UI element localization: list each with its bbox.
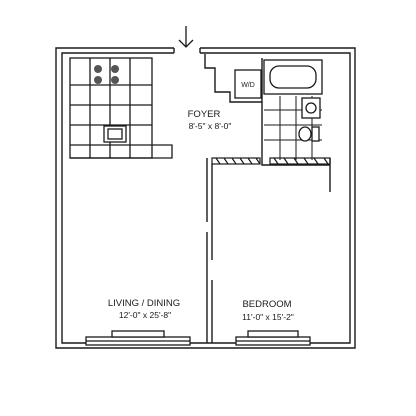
toilet-icon xyxy=(298,126,320,142)
bathroom-sink-icon xyxy=(301,97,321,119)
washer-dryer-closet xyxy=(234,69,262,99)
kitchen-sink-icon xyxy=(103,125,127,143)
bedroom-dims: 11'-0" x 15'-2" xyxy=(242,312,294,322)
interior-walls xyxy=(204,54,330,166)
exterior-walls xyxy=(55,47,356,349)
bedroom-label: BEDROOM xyxy=(242,299,291,310)
window-living xyxy=(85,330,191,346)
living-dining-dims: 12'-0" x 25'-8" xyxy=(119,310,171,320)
window-bedroom xyxy=(235,330,311,346)
stove-icon xyxy=(94,65,119,84)
down-arrow-icon xyxy=(178,26,194,48)
living-dining-label: LIVING / DINING xyxy=(108,298,180,309)
kitchen-cabinets xyxy=(69,57,173,159)
foyer-dims: 8'-5" x 8'-0" xyxy=(189,121,232,131)
washer-dryer-label: W/D xyxy=(241,82,255,89)
bedroom-wall xyxy=(206,158,331,343)
bathtub-icon xyxy=(263,59,323,95)
foyer-label: FOYER xyxy=(188,109,221,120)
